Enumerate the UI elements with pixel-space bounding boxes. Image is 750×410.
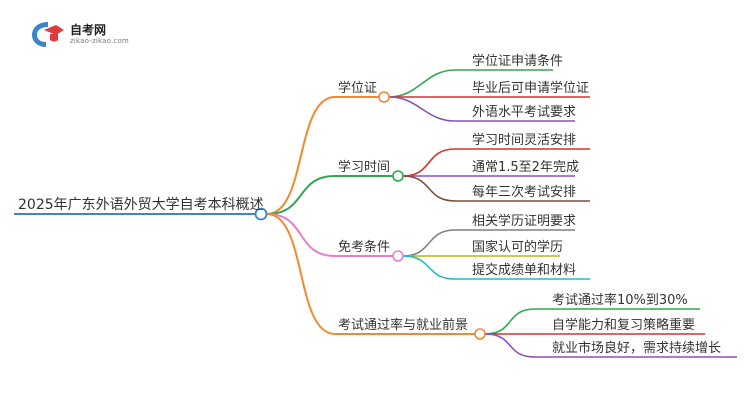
branch-node-dot[interactable] (474, 328, 486, 340)
leaf-node-label[interactable]: 国家认可的学历 (472, 239, 563, 255)
branch-node-label[interactable]: 学位证 (338, 80, 377, 96)
branch-node-dot[interactable] (392, 250, 404, 262)
leaf-connector (402, 255, 456, 280)
leaf-node-label[interactable]: 学位证申请条件 (472, 53, 563, 69)
leaf-node-label[interactable]: 学习时间灵活安排 (472, 132, 576, 148)
root-node-dot[interactable] (254, 207, 268, 221)
leaf-connector (388, 69, 456, 98)
leaf-connector (484, 308, 536, 335)
node-labels: 2025年广东外语外贸大学自考本科概述 学位证 学位证申请条件毕业后可申请学位证外语… (18, 53, 721, 356)
branch-connector (266, 175, 336, 215)
root-node-label[interactable]: 2025年广东外语外贸大学自考本科概述 (18, 197, 264, 213)
leaf-node-label[interactable]: 毕业后可申请学位证 (472, 80, 589, 96)
branch-node-dot[interactable] (378, 91, 390, 103)
branch-node-label[interactable]: 免考条件 (338, 239, 390, 255)
leaf-connector (402, 148, 456, 177)
leaf-node-label[interactable]: 通常1.5至2年完成 (472, 160, 579, 175)
branch-node-label[interactable]: 考试通过率与就业前景 (338, 317, 468, 333)
leaf-connector (388, 96, 456, 122)
branch-node-dot[interactable] (392, 170, 404, 182)
branch-node-label[interactable]: 学习时间 (338, 159, 390, 175)
branch-connector (266, 213, 336, 257)
leaf-node-label[interactable]: 就业市场良好，需求持续增长 (552, 340, 721, 356)
logo-cap-icon (32, 22, 64, 47)
branch-connector (266, 96, 336, 215)
leaf-node-label[interactable]: 外语水平考试要求 (472, 105, 576, 120)
connector-lines (14, 69, 737, 358)
logo-url: zikao-zikao.com (70, 37, 129, 45)
leaf-connector (402, 175, 456, 202)
leaf-node-label[interactable]: 考试通过率10%到30% (552, 292, 688, 308)
leaf-node-label[interactable]: 每年三次考试安排 (472, 184, 576, 200)
branch-connector (266, 213, 336, 335)
leaf-node-label[interactable]: 自学能力和复习策略重要 (552, 317, 695, 333)
logo-site-name: 自考网 (70, 23, 107, 37)
leaf-connector (484, 333, 536, 358)
leaf-connector (402, 229, 456, 257)
leaf-node-label[interactable]: 提交成绩单和材料 (472, 262, 576, 278)
leaf-node-label[interactable]: 相关学历证明要求 (472, 213, 576, 229)
site-logo[interactable]: 自考网 zikao-zikao.com (30, 18, 140, 50)
